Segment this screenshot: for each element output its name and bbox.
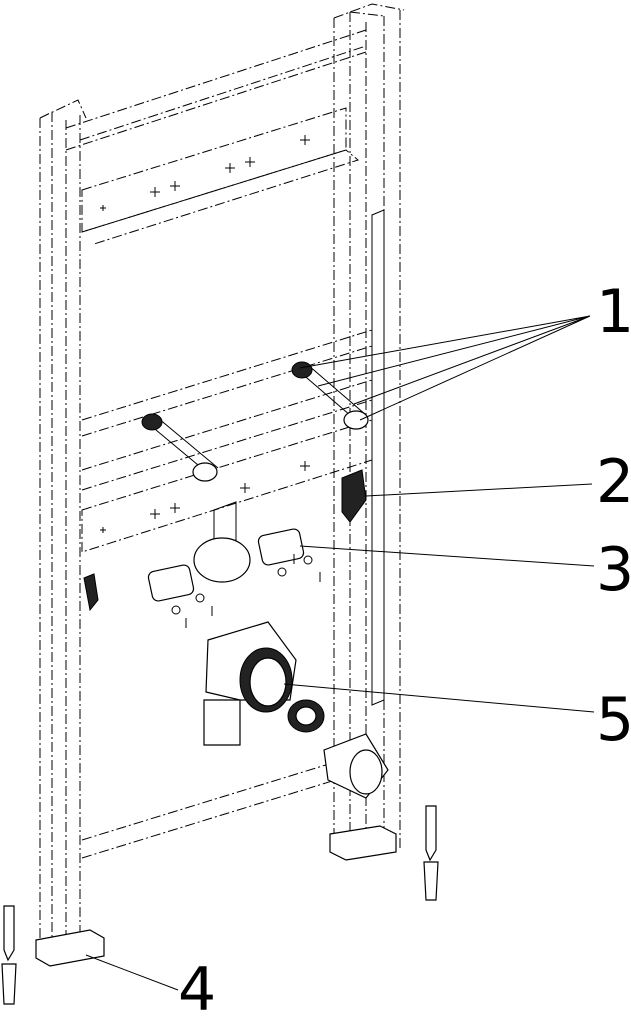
fixing-plates-with-screws (147, 528, 321, 628)
drain-elbow (203, 621, 325, 746)
callout-1: 1 (596, 277, 631, 347)
wall-anchors (1, 805, 439, 1005)
leader-lines (85, 315, 595, 991)
drain-housing (323, 733, 389, 799)
threaded-stud-bolts (141, 361, 369, 482)
fixing-clip (83, 469, 367, 612)
pipe-hanger (193, 501, 251, 583)
callout-3: 3 (596, 535, 631, 605)
callout-2: 2 (596, 447, 631, 517)
callout-5: 5 (596, 685, 631, 755)
callout-4: 4 (178, 955, 217, 1025)
